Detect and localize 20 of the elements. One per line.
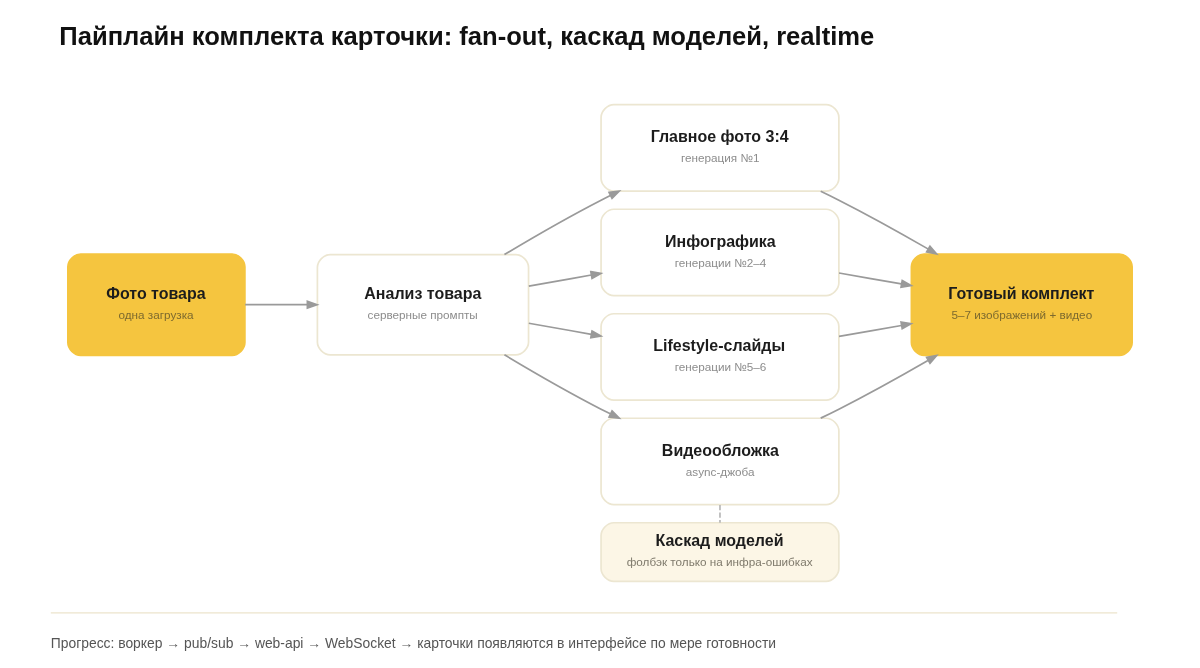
diagram-title: Пайплайн комплекта карточки: fan-out, каскад моделей, realtime (59, 21, 875, 50)
node-box: Главное фото 3:4 генерация №1 (600, 103, 840, 192)
node-box: Фото товара одна загрузка (67, 253, 246, 357)
caption: Прогресс: воркер → pub/sub → web-api → WebSocket → карточки появляются в интерфейсе по мере готовности (50, 634, 776, 651)
arrow (819, 354, 939, 419)
node-box: Каскад моделей фолбэк только на инфра-ошибках (600, 521, 840, 583)
arrow (244, 300, 320, 310)
node-box: Готовый комплект 5–7 изображений + видео (910, 253, 1133, 357)
node-box: Инфографика генерации №2–4 (600, 208, 840, 297)
arrow (527, 322, 604, 339)
arrow (503, 353, 622, 420)
arrow (527, 270, 604, 287)
arrow (838, 321, 914, 338)
arrow (503, 190, 622, 256)
node-box: Видеообложка async-джоба (600, 417, 840, 506)
node-box: Анализ товара серверные промпты (316, 253, 530, 356)
connector (719, 504, 721, 524)
arrow (819, 190, 939, 256)
node-box: Lifestyle-слайды генерации №5–6 (600, 312, 840, 401)
arrow (838, 272, 914, 289)
